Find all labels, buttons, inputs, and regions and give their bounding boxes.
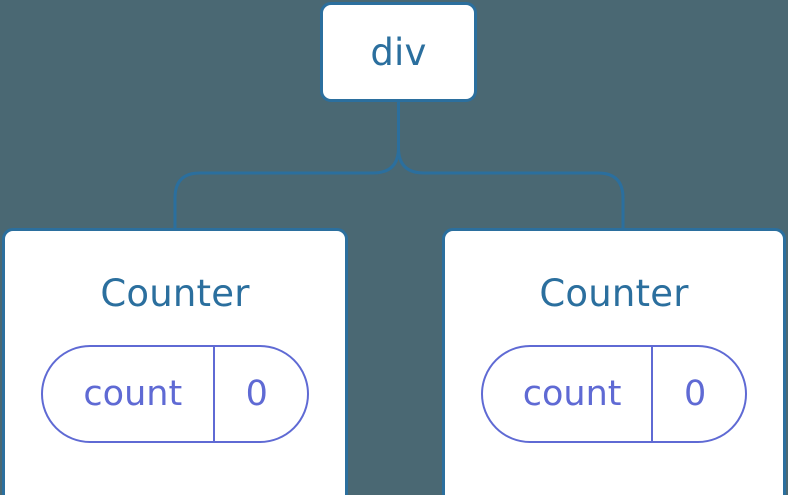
connector-branch-left [173,147,400,229]
state-value-left: 0 [245,373,268,414]
node-counter-left-title: Counter [100,272,250,315]
state-key-right: count [483,347,654,441]
node-div-label: div [370,30,427,74]
node-counter-right[interactable]: Counter count 0 [442,228,786,495]
node-counter-right-title: Counter [539,272,689,315]
state-pill-right[interactable]: count 0 [481,345,747,443]
node-div[interactable]: div [320,2,477,102]
state-pill-left[interactable]: count 0 [41,345,309,443]
state-key-left: count [43,347,215,441]
state-value-right: 0 [684,373,707,414]
connector-branch-right [397,147,625,229]
node-counter-left[interactable]: Counter count 0 [2,228,348,495]
